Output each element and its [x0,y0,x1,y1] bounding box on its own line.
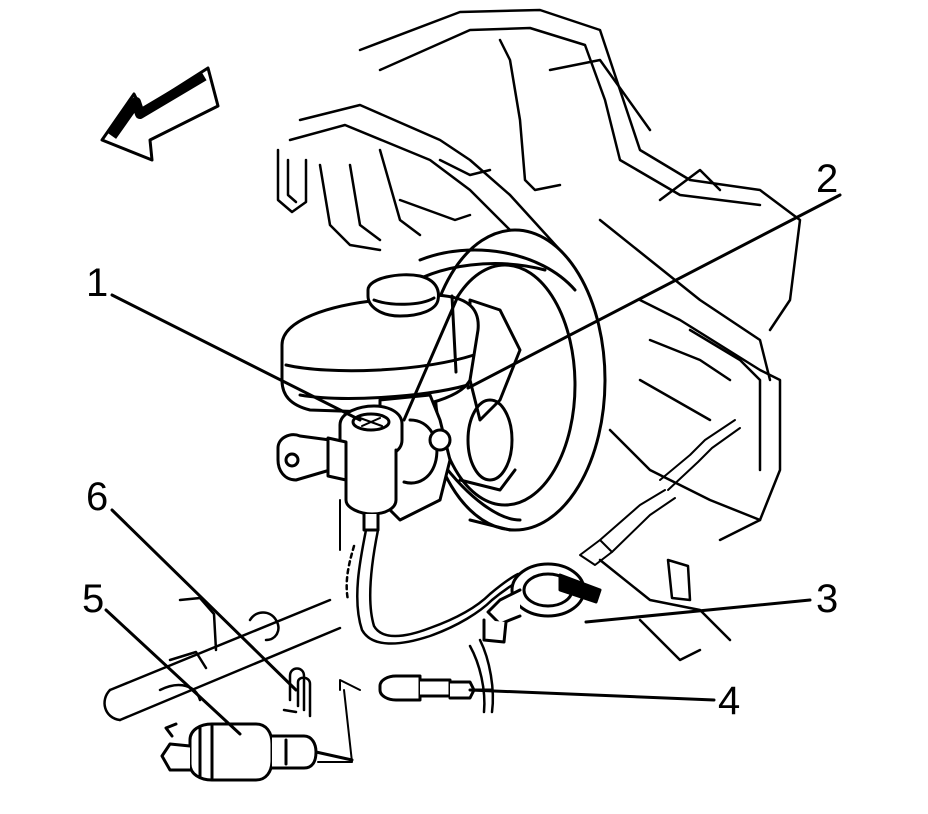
callout-5: 5 [82,577,104,621]
connector-retainer-clip [282,667,312,718]
electrical-connector-4 [378,674,494,702]
callout-4: 4 [718,679,740,723]
electrical-connector-5 [160,722,354,782]
callout-leaders [104,193,842,736]
direction-arrow-icon [100,66,220,162]
callout-3: 3 [816,577,838,621]
steering-shaft [103,596,342,722]
vacuum-sensor [482,562,602,644]
firewall-structure [276,8,802,662]
brake-line [579,419,741,566]
callout-1: 1 [86,261,108,305]
wiring-harness [345,528,522,714]
installation-path-lines [317,499,361,763]
callout-6: 6 [86,475,108,519]
master-cylinder-reservoir [276,273,480,482]
callout-2: 2 [816,157,838,201]
